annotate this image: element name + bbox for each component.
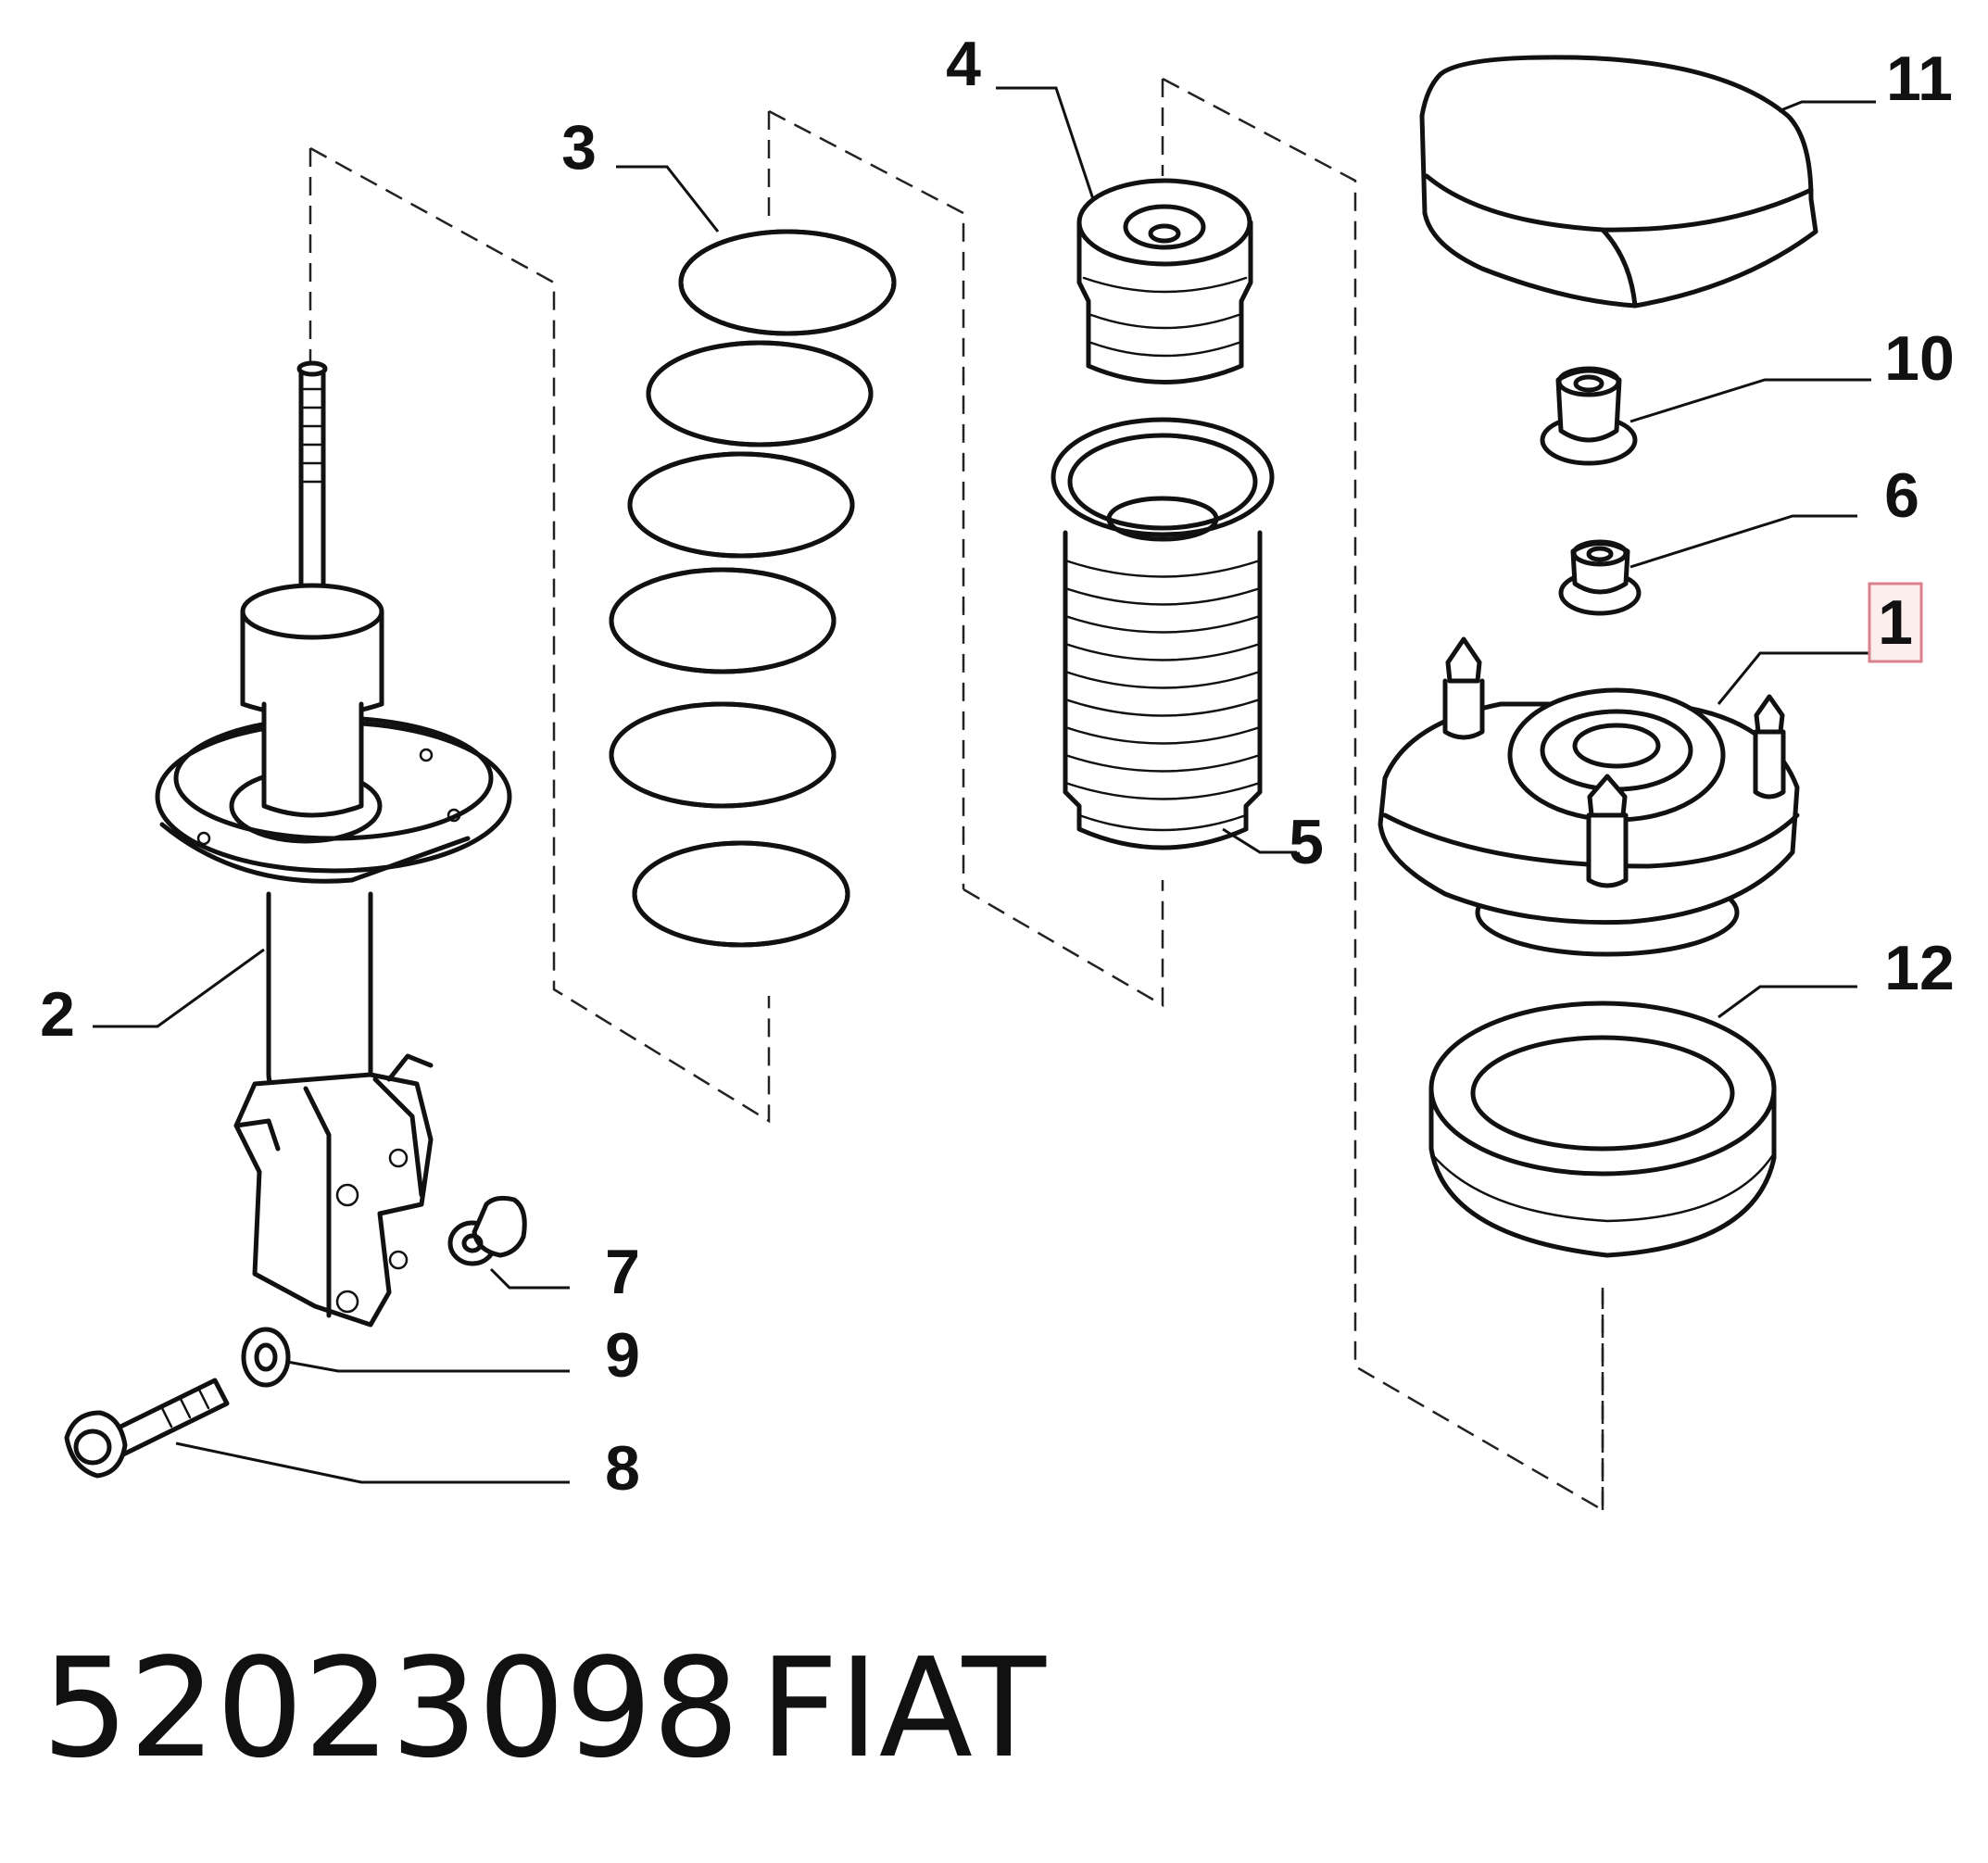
- coil-spring: [609, 229, 897, 948]
- bracket-nut: [447, 1195, 527, 1266]
- selected-callout-highlight: [1868, 582, 1923, 663]
- callout-1[interactable]: 1: [1878, 587, 1913, 658]
- flange-nut-large: [1540, 366, 1638, 466]
- part-number-caption: 52023098: [42, 1629, 739, 1788]
- callout-2[interactable]: 2: [40, 979, 75, 1050]
- assembly-guide-lines: [308, 77, 1604, 1513]
- dust-boot: [1051, 417, 1275, 850]
- callout-7[interactable]: 7: [605, 1237, 640, 1307]
- callout-9[interactable]: 9: [605, 1320, 640, 1391]
- hex-bolt: [64, 1378, 230, 1479]
- callout-4[interactable]: 4: [946, 29, 981, 99]
- bearing-ring: [1428, 1001, 1777, 1258]
- callout-labels: 1 2 3 4 5 6 7 8 9 10 11 12: [40, 29, 1955, 1504]
- callout-6[interactable]: 6: [1884, 460, 1919, 531]
- shock-absorber-strut: [155, 360, 512, 1328]
- callout-11[interactable]: 11: [1886, 44, 1953, 114]
- top-cover-cap: [1419, 55, 1818, 308]
- strut-top-mount: [1378, 636, 1800, 957]
- callout-3[interactable]: 3: [561, 112, 597, 183]
- callout-10[interactable]: 10: [1884, 323, 1955, 394]
- bump-stop: [1076, 178, 1253, 384]
- callout-5[interactable]: 5: [1289, 807, 1324, 877]
- callout-12[interactable]: 12: [1884, 933, 1955, 1003]
- callout-leader-lines: [93, 86, 1876, 1484]
- flange-nut-small: [1558, 539, 1642, 616]
- callout-8[interactable]: 8: [605, 1433, 640, 1504]
- brand-caption: FIAT: [760, 1629, 1047, 1788]
- washer: [241, 1327, 291, 1388]
